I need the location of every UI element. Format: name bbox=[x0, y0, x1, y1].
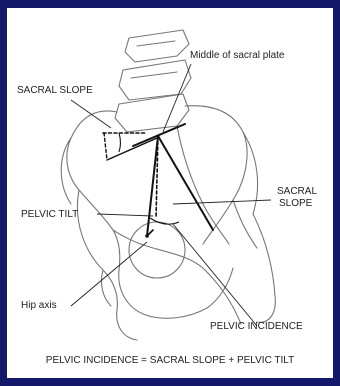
label-sacral-slope-right-2: SLOPE bbox=[279, 198, 312, 210]
label-hip-axis: Hip axis bbox=[21, 300, 57, 312]
iliac-wing-left bbox=[67, 111, 120, 270]
leader-sacral-slope-left bbox=[71, 100, 111, 128]
iliac-wing-right bbox=[185, 106, 247, 244]
midpoint-dot bbox=[157, 135, 160, 138]
leader-middle-sacral-plate bbox=[163, 64, 191, 132]
hip-axis-dot bbox=[145, 234, 149, 238]
label-sacral-slope-left: SACRAL SLOPE bbox=[17, 85, 93, 97]
label-pelvic-incidence: PELVIC INCIDENCE bbox=[210, 321, 303, 333]
formula-caption: PELVIC INCIDENCE = SACRAL SLOPE + PELVIC… bbox=[7, 355, 333, 366]
label-sacral-slope-right-1: SACRAL bbox=[277, 186, 317, 198]
label-middle-sacral-plate: Middle of sacral plate bbox=[190, 50, 285, 62]
vertebra-upper bbox=[125, 30, 189, 62]
leader-pelvic-tilt bbox=[97, 214, 153, 216]
leader-pelvic-incidence bbox=[173, 224, 257, 326]
leader-hip-axis bbox=[71, 242, 147, 306]
diagram-panel: Middle of sacral plate SACRAL SLOPE SACR… bbox=[7, 8, 333, 378]
pelvic-body bbox=[113, 230, 241, 324]
label-pelvic-tilt: PELVIC TILT bbox=[21, 209, 78, 221]
perpendicular-line bbox=[158, 136, 213, 230]
